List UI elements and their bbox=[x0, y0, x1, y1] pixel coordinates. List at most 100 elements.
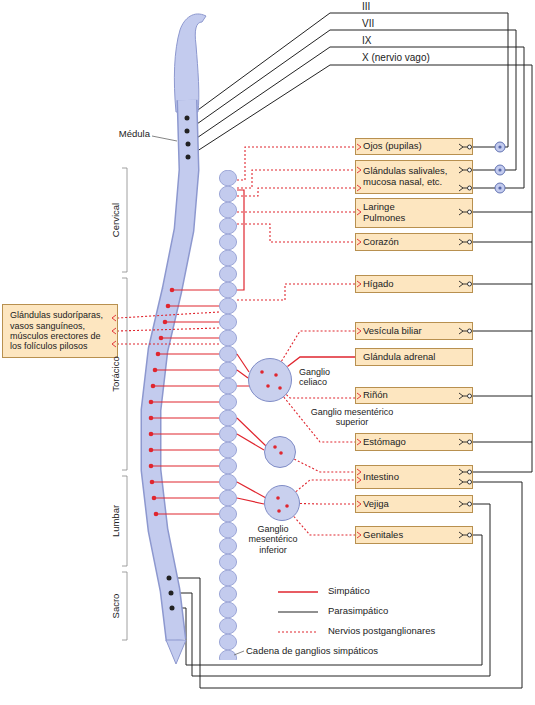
legend-line-sample bbox=[278, 611, 318, 612]
synapse-end bbox=[468, 394, 472, 398]
root-dot bbox=[151, 384, 156, 389]
root-dot bbox=[156, 352, 161, 357]
ganglion-cell bbox=[279, 451, 283, 455]
legend-row: Simpático bbox=[328, 586, 370, 597]
synapse-end bbox=[468, 480, 472, 484]
root-dot bbox=[149, 432, 154, 437]
organ-label: Corazón bbox=[363, 237, 453, 248]
ganglion-dot bbox=[498, 145, 501, 148]
callout-label: IX bbox=[362, 35, 371, 47]
root-dot bbox=[169, 591, 174, 596]
root-dot bbox=[149, 464, 154, 469]
synapse-end bbox=[468, 168, 472, 172]
ganglion-cell bbox=[278, 386, 282, 390]
synapse-end bbox=[468, 145, 472, 149]
region-label: Sacro bbox=[111, 594, 122, 619]
postganglionic-connector bbox=[282, 331, 356, 361]
cranial-ganglion bbox=[495, 183, 505, 193]
root-dot bbox=[170, 606, 175, 611]
organ-box: Ojos (pupilas) bbox=[355, 138, 473, 155]
legend-line-sample bbox=[278, 591, 318, 592]
ganglion-label: Ganglio celiaco bbox=[299, 367, 339, 388]
postganglionic-nerve bbox=[118, 147, 357, 344]
organ-label: Ojos (pupilas) bbox=[363, 141, 453, 152]
synapse-end bbox=[468, 282, 472, 286]
root-dot bbox=[150, 480, 155, 485]
synapse-end bbox=[468, 329, 472, 333]
organ-box: Estómago bbox=[355, 433, 473, 451]
legend-text: Parasimpático bbox=[328, 605, 388, 616]
organ-box: Riñón bbox=[355, 387, 473, 404]
root-dot bbox=[159, 336, 164, 341]
organ-box: Corazón bbox=[355, 233, 473, 251]
postganglionic-connector bbox=[294, 517, 355, 536]
organ-label: Glándula adrenal bbox=[363, 352, 453, 363]
organ-box: Glándulas salivales, mucosa nasal, etc. bbox=[355, 160, 473, 194]
callout-label: Cadena de ganglios simpáticos bbox=[246, 646, 378, 657]
ganglion-circle: Ganglio mesentérico inferior bbox=[264, 485, 300, 521]
organ-label: Vesícula biliar bbox=[363, 326, 453, 337]
synapse-end bbox=[468, 533, 472, 537]
ganglion-circle: Ganglio mesentérico superior bbox=[264, 436, 296, 468]
ganglion-cell bbox=[260, 370, 264, 374]
postganglionic-connector bbox=[300, 503, 355, 505]
root-dot bbox=[149, 448, 154, 453]
ganglion-dot bbox=[498, 168, 501, 171]
organ-label: Intestino bbox=[363, 472, 453, 483]
callout-label: III bbox=[362, 1, 370, 13]
organ-label: Riñón bbox=[363, 390, 453, 401]
ganglion-cell bbox=[266, 384, 270, 388]
organ-label: Vejiga bbox=[363, 499, 453, 510]
organ-box: Vesícula biliar bbox=[355, 322, 473, 340]
ganglion-circle: Ganglio celiaco bbox=[248, 358, 292, 402]
ganglion-cell-dots bbox=[260, 370, 289, 513]
cord-end bbox=[166, 640, 186, 664]
region-bracket bbox=[122, 168, 127, 640]
ganglion-label: Ganglio mesentérico inferior bbox=[245, 524, 301, 555]
root-dot bbox=[149, 416, 154, 421]
parasympathetic-root-dots bbox=[167, 116, 191, 611]
cranial-ganglion bbox=[495, 165, 505, 175]
organ-label: Genitales bbox=[363, 530, 453, 541]
legend-line-sample bbox=[278, 631, 318, 632]
region-label: Torácico bbox=[111, 356, 122, 391]
synapse-end bbox=[468, 502, 472, 506]
synapse-end bbox=[468, 440, 472, 444]
synapse-end bbox=[468, 210, 472, 214]
root-dot bbox=[152, 496, 157, 501]
organ-label: Glándulas sudoríparas, vasos sanguíneos,… bbox=[10, 310, 113, 351]
root-dot bbox=[154, 512, 159, 517]
postganglionic-connector bbox=[284, 397, 355, 442]
synapse-symbol bbox=[459, 144, 468, 538]
cranial-ganglion bbox=[495, 142, 505, 152]
ganglion-label: Ganglio mesentérico superior bbox=[307, 407, 397, 428]
cranial-ganglion-dots bbox=[498, 145, 501, 189]
ganglion-dot bbox=[498, 186, 501, 189]
organ-box: Glándula adrenal bbox=[355, 348, 473, 366]
sympathetic-synapse-symbol bbox=[112, 144, 361, 538]
root-dot bbox=[149, 400, 154, 405]
organ-label: Laringe Pulmones bbox=[363, 202, 408, 224]
root-dot bbox=[163, 320, 168, 325]
postganglionic-connector bbox=[294, 459, 355, 472]
parasympathetic-nerve bbox=[187, 13, 532, 472]
organ-box: Intestino bbox=[355, 465, 473, 489]
organ-label: Glándulas salivales, mucosa nasal, etc. bbox=[363, 166, 461, 188]
postganglionic-connector bbox=[286, 395, 355, 398]
callout-label: VII bbox=[362, 18, 374, 30]
root-dot bbox=[186, 142, 191, 147]
ganglion-cell bbox=[274, 373, 278, 377]
ganglion-cell bbox=[276, 496, 280, 500]
root-dot bbox=[186, 155, 191, 160]
synapse-end bbox=[468, 470, 472, 474]
root-dot bbox=[153, 368, 158, 373]
root-dot bbox=[185, 116, 190, 121]
root-dot bbox=[185, 129, 190, 134]
legend-text: Simpático bbox=[328, 585, 370, 596]
sympathetic-nerve bbox=[151, 190, 266, 514]
organ-box: Glándulas sudoríparas, vasos sanguíneos,… bbox=[2, 304, 118, 358]
organ-box: Hígado bbox=[355, 275, 473, 293]
ganglion-cell bbox=[285, 504, 289, 508]
